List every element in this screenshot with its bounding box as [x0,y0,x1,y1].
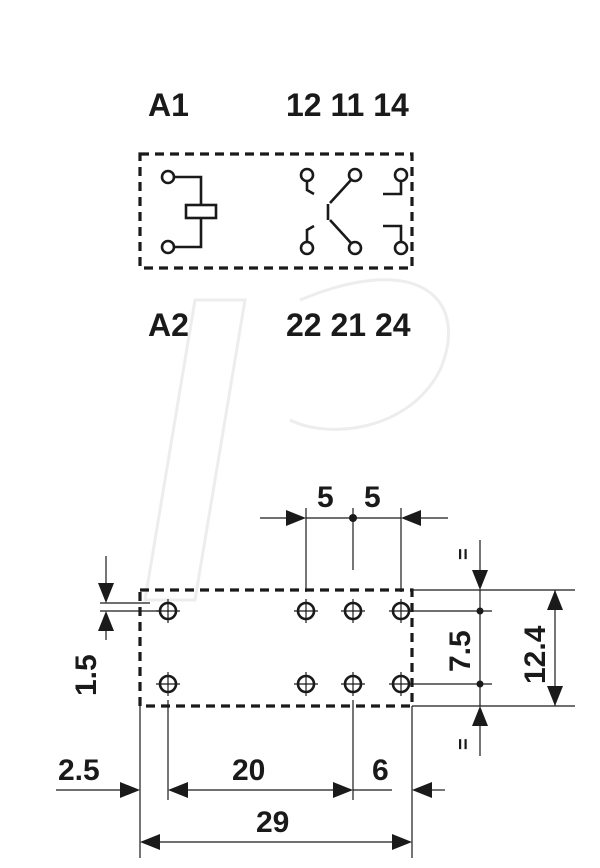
vertical-dimensions: = = 7.5 12.4 [412,540,575,756]
equal-bottom-mark: = [453,738,475,750]
center-span-value: 20 [232,754,265,787]
margin-left-value: 2.5 [58,754,100,787]
schematic-outline [138,152,414,270]
schematic-diagram: A1 12 11 14 A [138,87,414,343]
coil-symbol [160,169,218,255]
pin-hole [341,599,365,623]
pin-hole [389,672,413,696]
coil-label-a2: A2 [148,307,189,343]
offset-dimension: 1.5 [70,556,160,696]
pin-hole [156,672,180,696]
horizontal-dimensions: 2.5 20 6 29 [56,700,445,858]
watermark-logo [143,278,450,602]
right-span-value: 6 [372,754,389,787]
total-width-value: 29 [256,806,289,839]
pin-hole [389,599,413,623]
contact-set-2 [299,219,409,256]
coil-label-a1: A1 [148,87,189,123]
row-spacing-value: 7.5 [444,630,477,672]
total-height-value: 12.4 [519,625,552,684]
pin-hole [294,672,318,696]
footprint-outline [138,588,414,708]
equal-top-mark: = [453,548,475,560]
pin-hole [341,672,365,696]
top-terminal-labels: 12 11 14 [286,87,409,123]
pitch-dimension: 5 5 [260,481,448,592]
footprint-diagram: 5 5 1.5 [56,481,575,858]
pitch-right-value: 5 [364,481,381,514]
offset-value: 1.5 [70,654,103,696]
pin-hole [294,599,318,623]
pin-holes [156,599,413,696]
bottom-terminal-labels: 22 21 24 [286,307,411,343]
pitch-left-value: 5 [317,481,334,514]
contact-set-1 [299,167,409,204]
